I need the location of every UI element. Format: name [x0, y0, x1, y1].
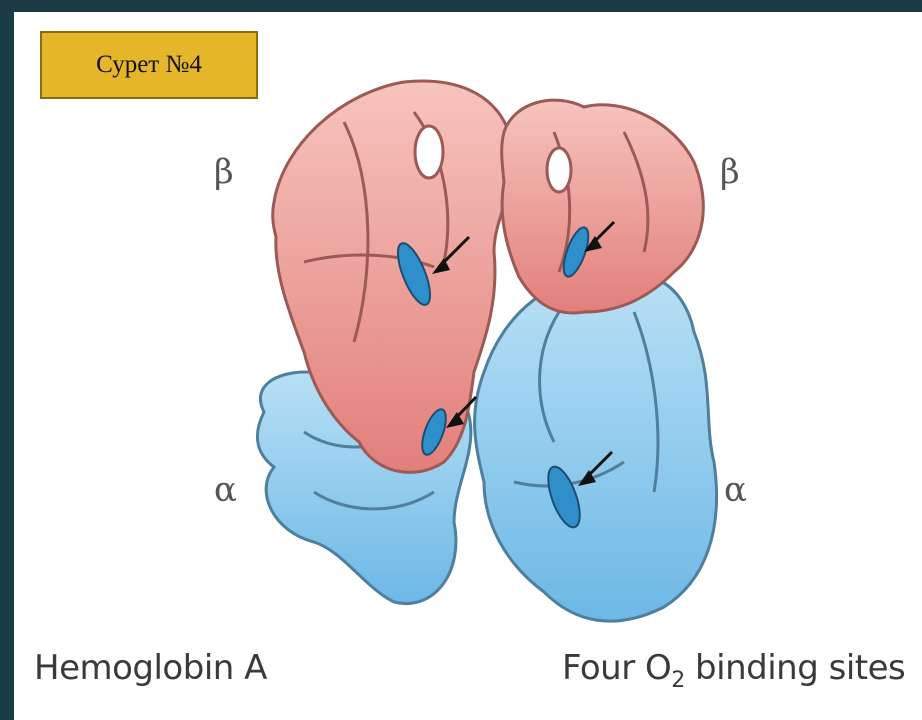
- label-alpha-right: α: [724, 470, 747, 510]
- alpha-subunit-right: [475, 274, 717, 621]
- figure-caption: Сурет №4: [96, 51, 202, 79]
- beta-subunit-right: [502, 100, 704, 313]
- hemoglobin-diagram: [14, 12, 922, 720]
- label-beta-right: β: [720, 152, 740, 192]
- binding-sites-suffix: binding sites: [685, 648, 905, 688]
- label-hemoglobin-a: Hemoglobin A: [34, 648, 267, 688]
- figure-caption-box: Сурет №4: [40, 31, 258, 99]
- label-alpha-left: α: [214, 470, 237, 510]
- binding-sites-subscript: 2: [671, 668, 685, 693]
- binding-sites-prefix: Four O: [562, 648, 671, 688]
- label-binding-sites: Four O2 binding sites: [562, 648, 905, 693]
- slide-frame: Сурет №4 β β α α Hemoglobin A Four O2 bi…: [14, 12, 922, 720]
- label-beta-left: β: [214, 152, 234, 192]
